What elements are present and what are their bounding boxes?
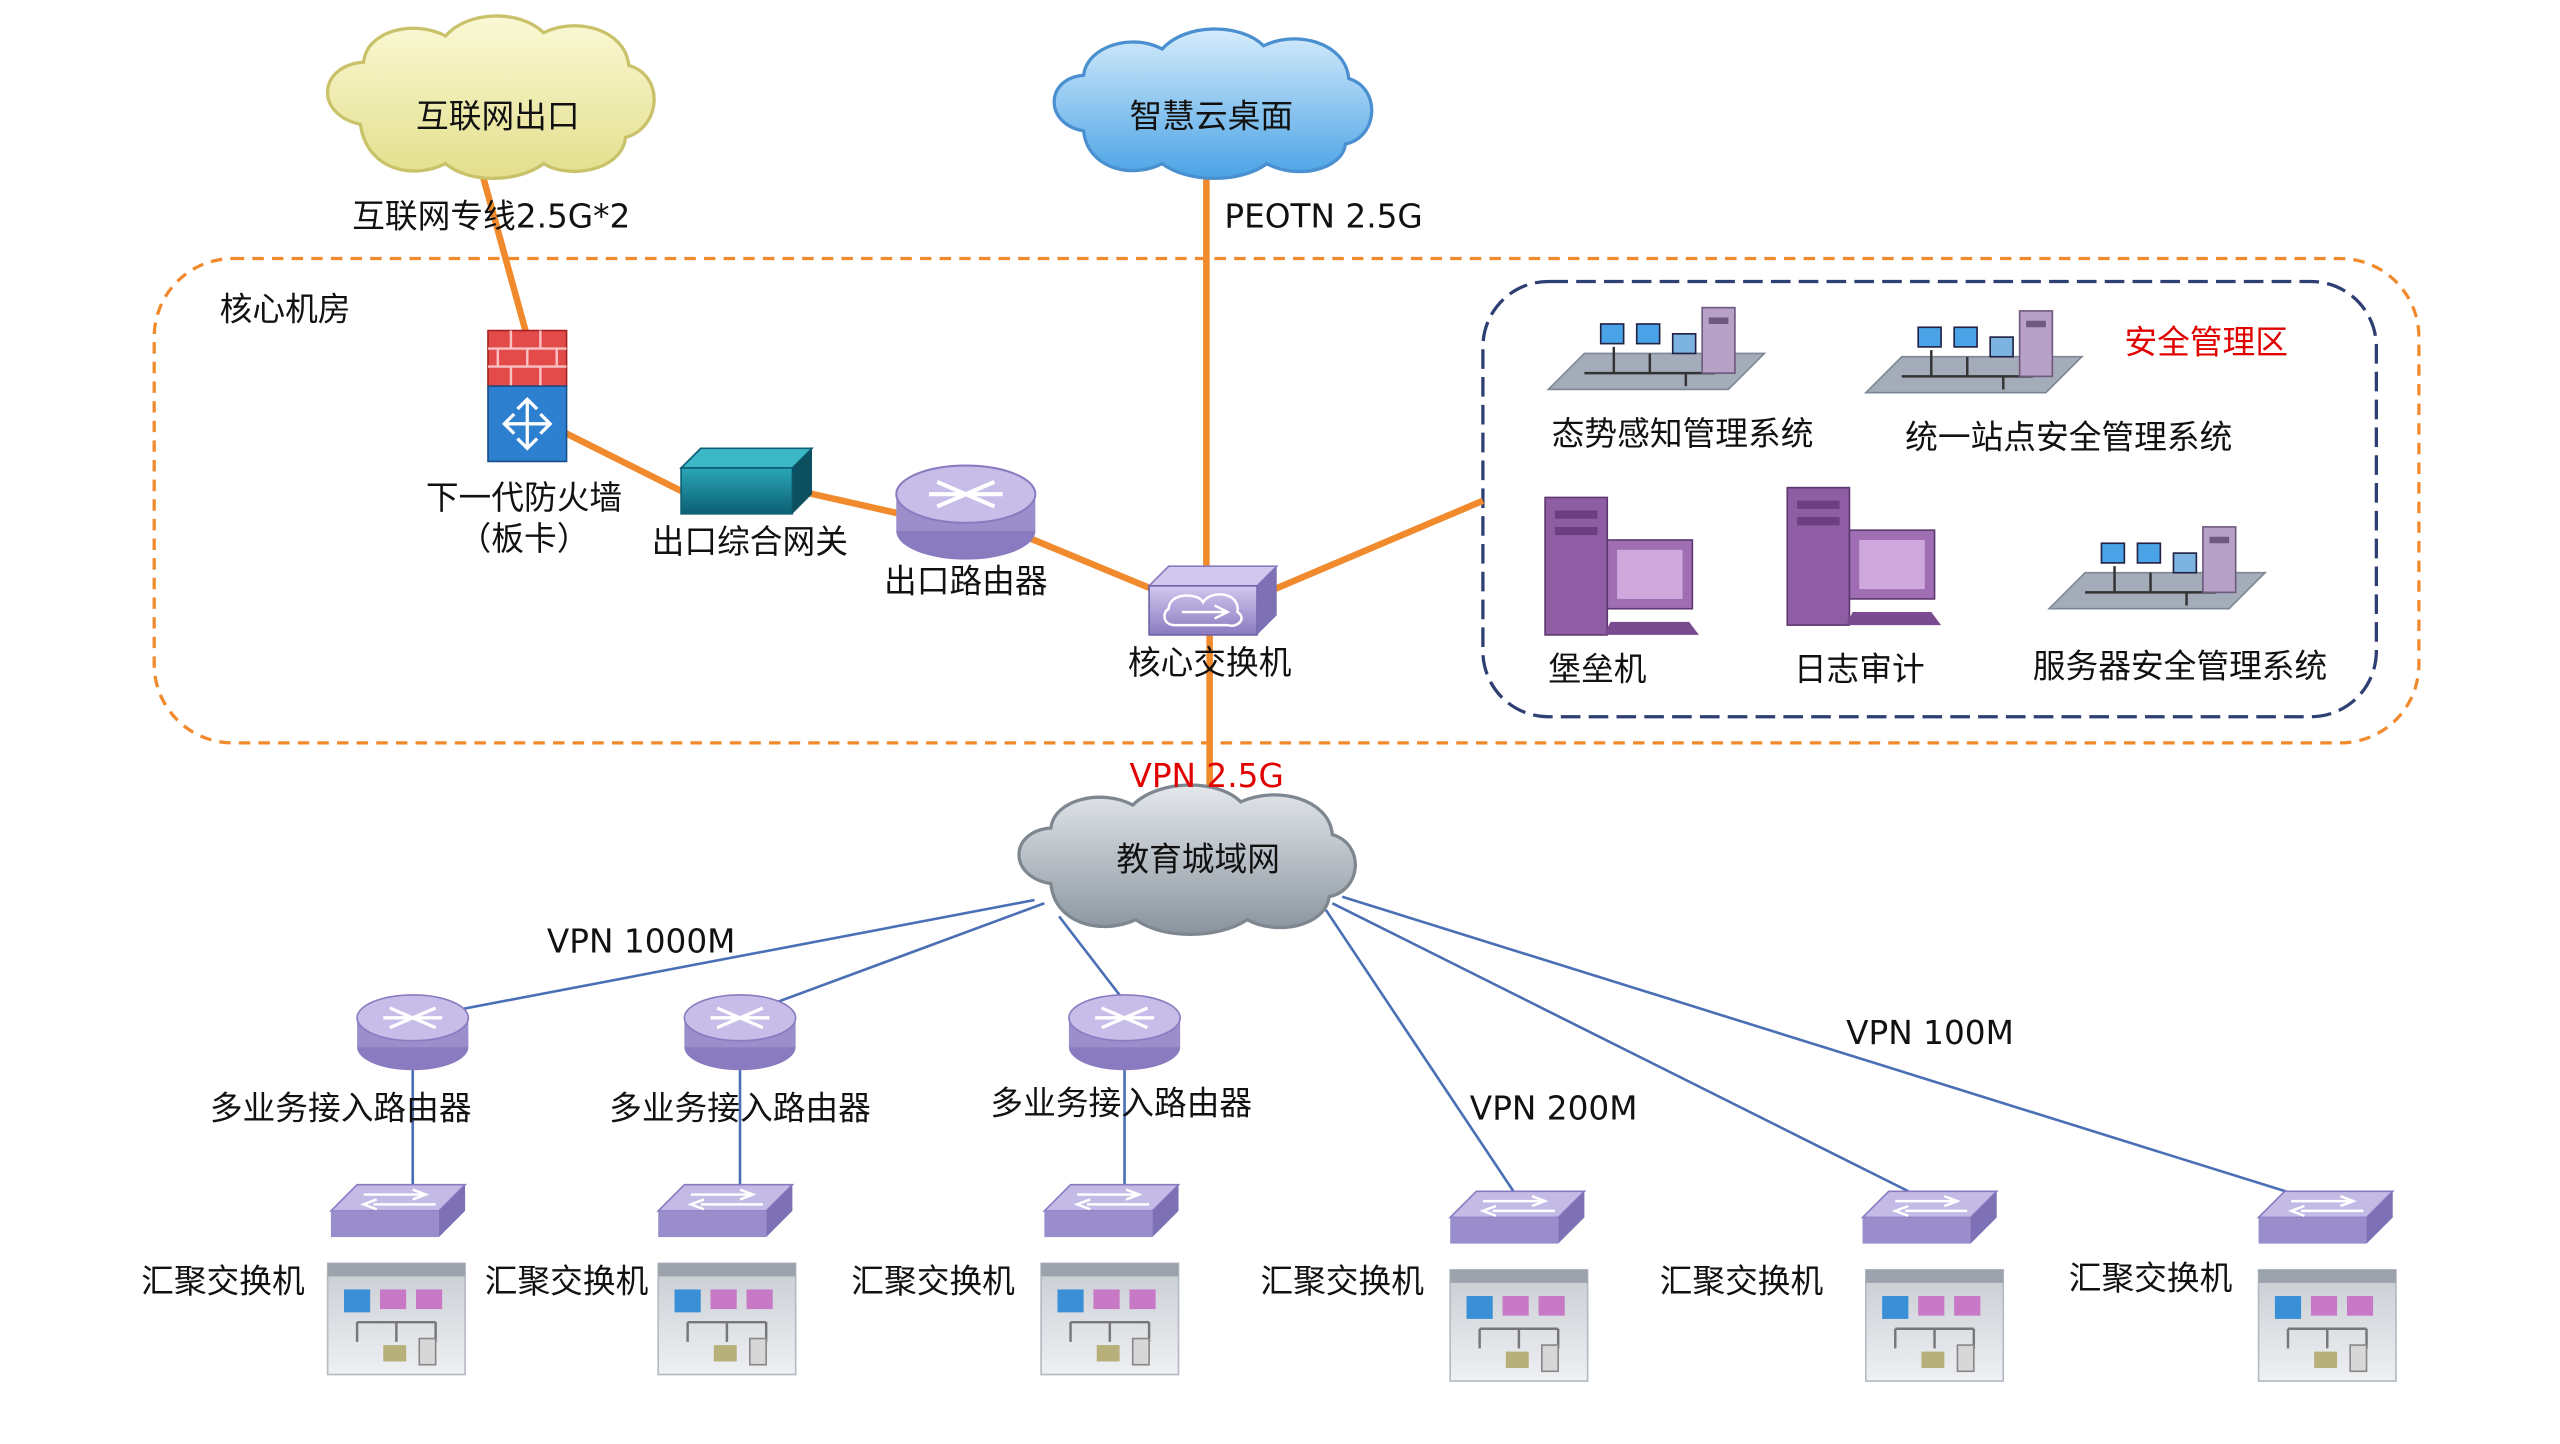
access-router-icon: [355, 993, 471, 1072]
aggregation-switch-icon: [329, 1183, 467, 1239]
server-security-system-label: 服务器安全管理系统: [2033, 647, 2327, 685]
internet-cloud-label: 互联网出口: [416, 98, 580, 136]
building-icon: [1039, 1262, 1180, 1376]
aggregation-switch-icon: [2257, 1190, 2394, 1245]
bastion-host-icon: [1544, 496, 1700, 636]
link-label-vpn-1000: VPN 1000M: [547, 922, 735, 960]
link-label-peotn: PEOTN 2.5G: [1224, 197, 1422, 235]
security-zone-title: 安全管理区: [2124, 323, 2288, 361]
aggregation-switch-icon: [1043, 1183, 1180, 1239]
building-icon: [326, 1262, 467, 1376]
link-label-internet: 互联网专线2.5G*2: [352, 197, 630, 235]
bastion-host-label: 堡垒机: [1548, 651, 1646, 689]
link-edu-router-2: [742, 902, 1045, 1016]
building-icon: [656, 1262, 797, 1376]
link-edu-router-3: [1058, 915, 1126, 1003]
building-icon: [1448, 1268, 1589, 1383]
link-firewall-gateway: [555, 425, 690, 498]
firewall-icon: [487, 329, 568, 463]
blue-links: [411, 895, 2328, 1206]
access-router-label: 多业务接入路由器: [609, 1089, 871, 1127]
link-edu-switch-4: [1324, 909, 1524, 1206]
aggregation-switch-icon: [1861, 1190, 1998, 1245]
link-edu-switch-6: [1341, 895, 2328, 1206]
core-switch-icon: [1147, 565, 1279, 636]
server-security-system-icon: [2047, 525, 2267, 610]
link-gateway-router: [798, 487, 902, 518]
desktop-cloud-label: 智慧云桌面: [1129, 98, 1293, 136]
access-router-icon: [682, 993, 798, 1072]
link-label-vpn-100: VPN 100M: [1846, 1014, 2014, 1052]
link-router-core: [1016, 530, 1154, 593]
exit-router-label: 出口路由器: [884, 562, 1048, 600]
aggregation-switch-label: 汇聚交换机: [1260, 1263, 1424, 1301]
core-switch-label: 核心交换机: [1128, 644, 1292, 682]
situation-awareness-system-icon: [1547, 306, 1766, 391]
edu-metro-cloud-label: 教育城域网: [1116, 841, 1280, 879]
aggregation-switch-label: 汇聚交换机: [1660, 1263, 1824, 1301]
access-router-label: 多业务接入路由器: [210, 1089, 472, 1127]
access-router-label: 多业务接入路由器: [990, 1084, 1252, 1122]
log-audit-label: 日志审计: [1794, 651, 1925, 689]
exit-router-icon: [896, 466, 1035, 560]
access-router-icon: [1067, 993, 1182, 1072]
internet-cloud: 互联网出口: [326, 14, 656, 180]
core-room-zone: [152, 256, 2421, 745]
building-icon: [1864, 1268, 2005, 1383]
aggregation-switch-icon: [1448, 1190, 1586, 1245]
aggregation-switch-label: 汇聚交换机: [851, 1263, 1015, 1301]
aggregation-switch-icon: [656, 1183, 794, 1239]
desktop-cloud: 智慧云桌面: [1052, 27, 1374, 180]
security-zone: [1481, 279, 2378, 719]
link-label-vpn-200: VPN 200M: [1470, 1089, 1638, 1127]
gateway-label: 出口综合网关: [652, 523, 848, 561]
link-edu-switch-5: [1331, 902, 1936, 1206]
core-room-title: 核心机房: [220, 291, 351, 329]
firewall-label: 下一代防火墙: [426, 479, 622, 517]
unified-site-security-system-label: 统一站点安全管理系统: [1905, 418, 2232, 456]
unified-site-security-system-icon: [1864, 309, 2084, 394]
link-core-security: [1265, 497, 1485, 596]
building-icon: [2257, 1268, 2398, 1383]
aggregation-switch-label: 汇聚交换机: [2069, 1259, 2233, 1297]
aggregation-switch-label: 汇聚交换机: [141, 1263, 305, 1301]
link-label-vpn-core: VPN 2.5G: [1129, 757, 1283, 795]
situation-awareness-system-label: 态势感知管理系统: [1552, 415, 1814, 453]
link-edu-router-1: [415, 898, 1035, 1020]
firewall-sublabel: （板卡）: [459, 520, 590, 558]
gateway-icon: [679, 447, 814, 515]
aggregation-switch-label: 汇聚交换机: [485, 1263, 649, 1301]
edu-metro-cloud: 教育城域网: [1017, 783, 1357, 936]
log-audit-icon: [1786, 486, 1942, 626]
